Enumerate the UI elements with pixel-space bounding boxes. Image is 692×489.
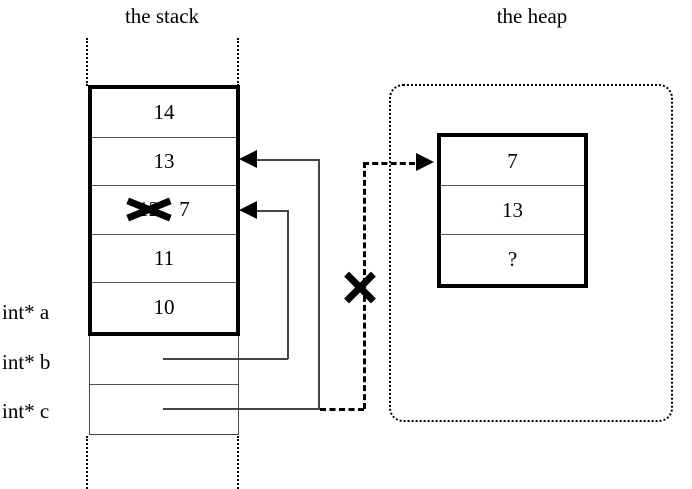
stack-cell-value: 14 [153, 100, 175, 125]
stack-cell-10: 10 [92, 283, 236, 332]
pointer-b-segment-vertical [287, 210, 289, 359]
variable-label-c: int* c [2, 399, 50, 423]
stack-title: the stack [124, 4, 200, 28]
stack-cell-11: 11 [92, 235, 236, 284]
stack-guide-right-bottom [237, 436, 239, 489]
heap-region-boundary [389, 84, 673, 422]
invalidated-pointer-x-icon [343, 270, 377, 304]
stack-guide-left-bottom [86, 436, 88, 489]
stack-cell-14: 14 [92, 89, 236, 138]
stack-cell-13: 13 [92, 138, 236, 187]
stack-pointer-cell-b [90, 336, 238, 385]
heap-cell-0: 7 [441, 137, 584, 186]
stale-pointer-arrowhead-icon [416, 153, 434, 171]
heap-cell-1: 13 [441, 186, 584, 235]
pointer-c-segment-vertical [318, 159, 320, 409]
heap-array-box: 7 13 ? [437, 133, 588, 288]
pointer-b-segment-horizontal-end [257, 210, 289, 212]
stale-pointer-dash-horizontal-top [363, 162, 415, 165]
variable-label-b: int* b [2, 350, 51, 374]
stale-pointer-dash-horizontal-bottom [320, 408, 364, 411]
stack-cell-old-value: 12 [138, 197, 160, 222]
heap-title: the heap [496, 4, 568, 28]
stack-frame-box: 14 13 12 7 11 10 [88, 85, 240, 336]
stack-cell-value: 10 [153, 295, 175, 320]
struck-value-wrapper: 12 [138, 197, 159, 222]
stack-guide-left-top [86, 38, 88, 86]
variable-label-a: int* a [2, 300, 50, 324]
pointer-b-arrowhead-icon [239, 201, 257, 219]
stack-guide-right-top [237, 38, 239, 86]
heap-cell-value: 13 [502, 197, 523, 222]
pointer-c-arrowhead-icon [239, 150, 257, 168]
heap-cell-2: ? [441, 235, 584, 284]
stack-pointer-box [89, 336, 239, 435]
pointer-b-segment-horizontal-start [163, 358, 288, 360]
stack-cell-modified: 12 7 [92, 186, 236, 235]
stack-cell-value: 11 [153, 246, 175, 271]
heap-cell-value: ? [507, 247, 518, 271]
pointer-c-segment-horizontal-end [257, 159, 320, 161]
heap-cell-value: 7 [507, 148, 518, 173]
stack-cell-new-value: 7 [179, 197, 190, 222]
pointer-c-segment-horizontal-start [163, 408, 320, 410]
stack-cell-value: 13 [153, 148, 175, 173]
